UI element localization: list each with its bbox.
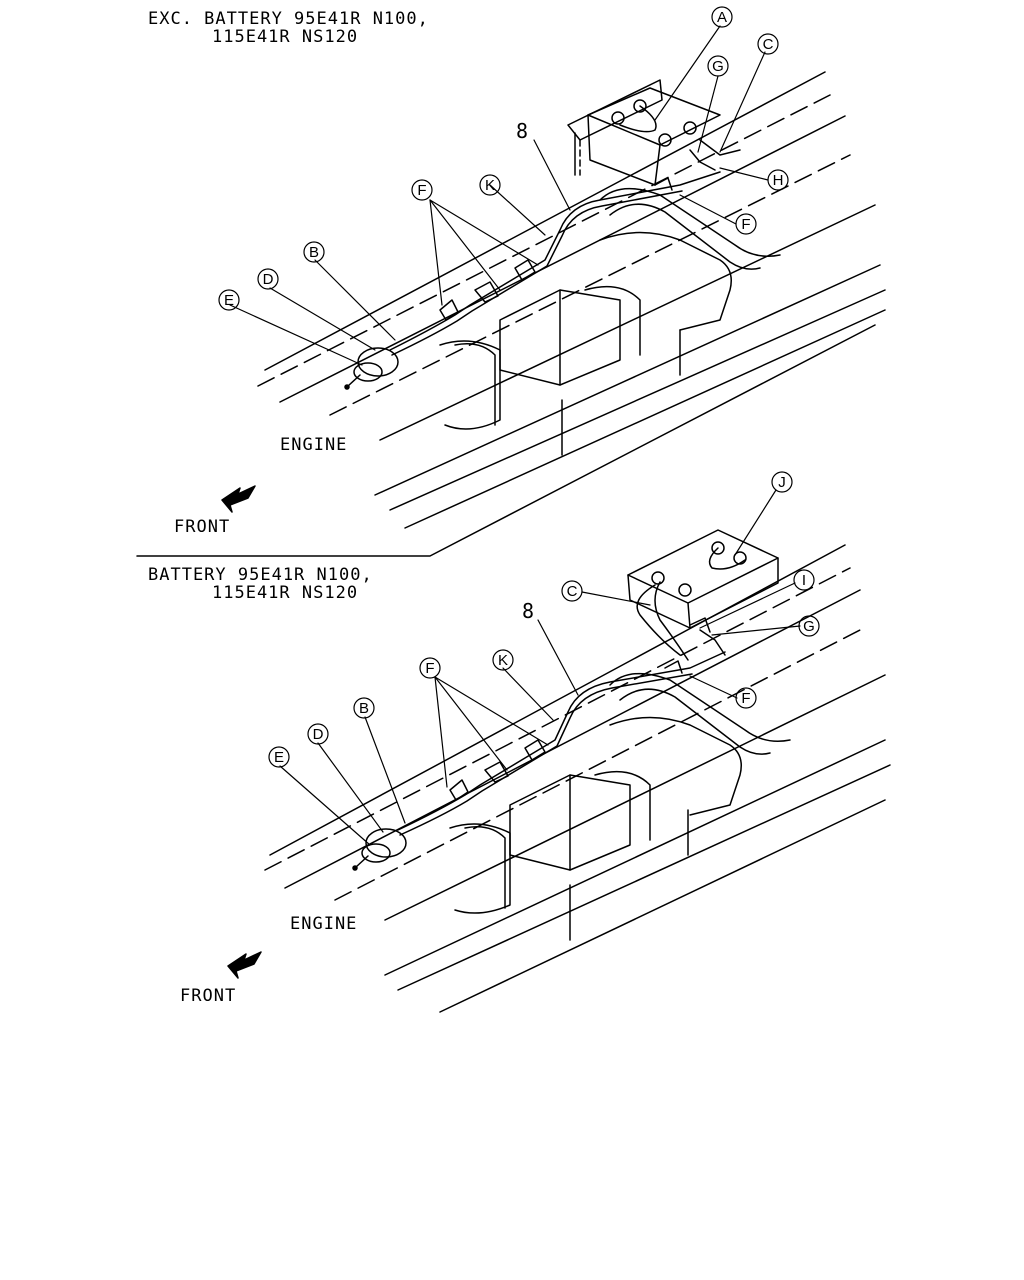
top-starter-motor [344,347,399,390]
bottom-callout-g: G [803,618,815,635]
top-callout-k: K [485,177,495,194]
bottom-callout-f: F [425,660,434,677]
top-callout-f-right: F [741,216,750,233]
bottom-view [227,471,891,1013]
bottom-frame-rails [264,544,891,1013]
bottom-callout-e: E [274,749,284,766]
top-callout-a: A [717,9,727,26]
bottom-callout-c: C [567,583,578,600]
bottom-header-line1: BATTERY 95E41R N100, [148,565,373,585]
top-part-number: 8 [516,119,528,143]
top-engine-label: ENGINE [280,435,347,455]
top-callout-b: B [309,244,319,261]
bottom-harness-cable [397,581,726,836]
top-callout-f: F [417,182,426,199]
bottom-starter-motor [352,828,407,871]
bottom-callout-j: J [778,474,786,491]
top-callout-g: G [712,58,724,75]
bottom-battery-box [627,529,779,629]
bottom-header-line2: 115E41R NS120 [212,583,358,603]
bottom-clamps [449,617,711,801]
top-header-line2: 115E41R NS120 [212,27,358,47]
top-view [136,6,886,557]
bottom-front-label: FRONT [180,986,236,1006]
bottom-cross-member [569,672,791,941]
top-clamps [439,177,673,321]
top-front-arrow [221,485,256,513]
bottom-leader-lines [279,489,801,846]
top-front-label: FRONT [174,517,230,537]
bottom-callout-i: I [802,572,806,589]
top-harness-cable [389,139,741,356]
top-callout-h: H [773,172,784,189]
bottom-callout-k: K [498,652,508,669]
bottom-front-arrow [227,951,262,979]
top-header-line1: EXC. BATTERY 95E41R N100, [148,9,429,29]
top-callout-d: D [263,271,274,288]
top-callout-e: E [224,292,234,309]
top-leader-lines [229,25,769,366]
top-callout-c: C [763,36,774,53]
bottom-part-number: 8 [522,599,534,623]
bottom-engine-label: ENGINE [290,914,357,934]
bottom-callout-d: D [313,726,324,743]
bottom-callout-circles [268,471,820,768]
bottom-callout-f-right: F [741,690,750,707]
top-frame-rails [257,71,886,529]
top-callout-circles [218,6,789,311]
top-battery-box [567,79,721,186]
bottom-callout-b: B [359,700,369,717]
view-divider [136,324,876,557]
top-engine-block [439,231,732,430]
bottom-engine-block [449,716,742,914]
